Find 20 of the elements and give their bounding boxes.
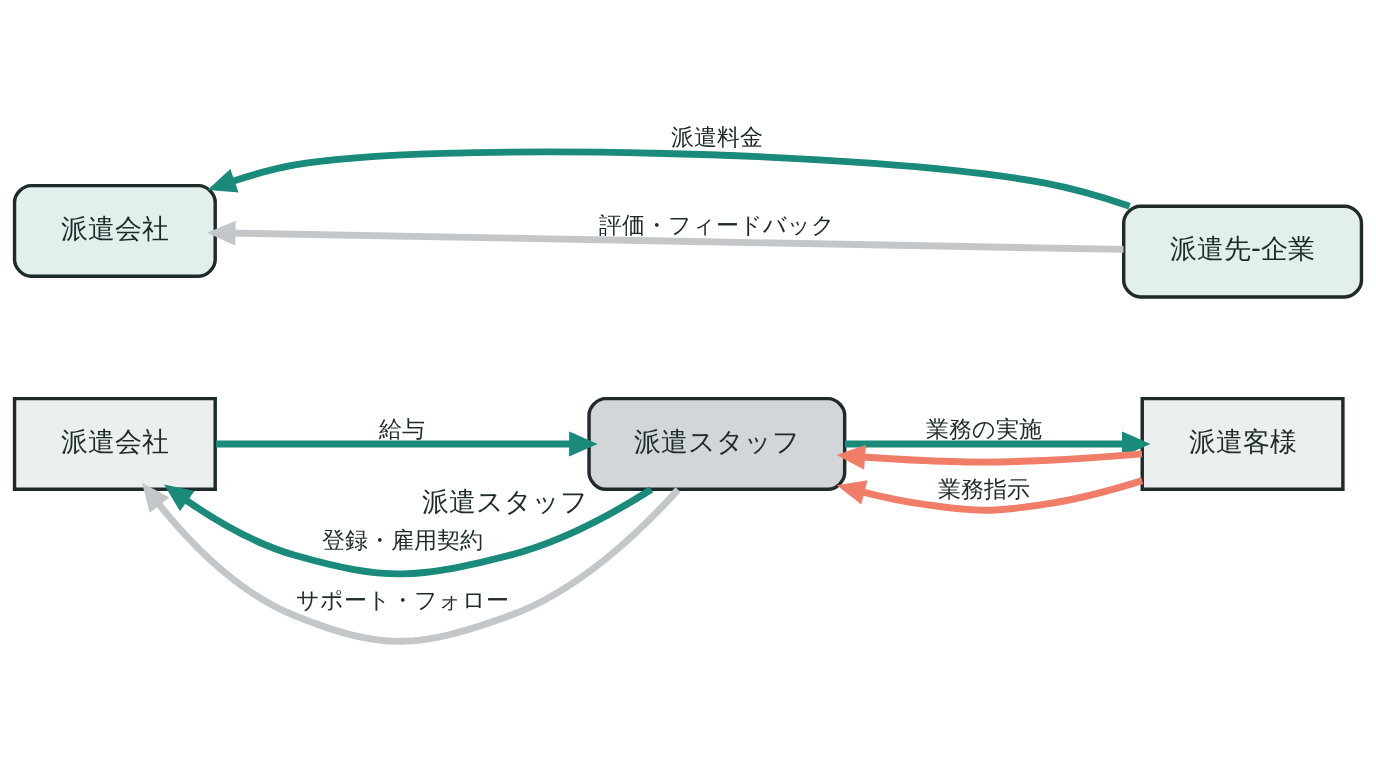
arrow: [836, 477, 1144, 514]
edge-label: 評価・フィードバック: [598, 211, 835, 240]
node-box: 派遣会社: [12, 396, 217, 492]
edge-label: サポート・フォロー: [295, 586, 509, 615]
node-box: 派遣客様: [1140, 396, 1345, 492]
node-box: 派遣先-企業: [1121, 204, 1364, 299]
arrow: [142, 482, 681, 645]
edge-label: 登録・雇用契約: [321, 525, 483, 554]
edge-label: 業務指示: [938, 475, 1031, 504]
arrow: [836, 444, 1143, 470]
arrow: [215, 431, 598, 457]
edge-label: 給与: [379, 414, 426, 443]
node-box: 派遣会社: [12, 183, 217, 279]
arrow: [207, 220, 1124, 253]
arrow: [207, 148, 1131, 210]
node-label: 派遣スタッフ: [422, 485, 589, 518]
edge-label: 業務の実施: [926, 414, 1043, 443]
arrow: [164, 484, 653, 578]
node-box: 派遣スタッフ: [587, 396, 847, 492]
edge-label: 派遣料金: [670, 123, 763, 152]
